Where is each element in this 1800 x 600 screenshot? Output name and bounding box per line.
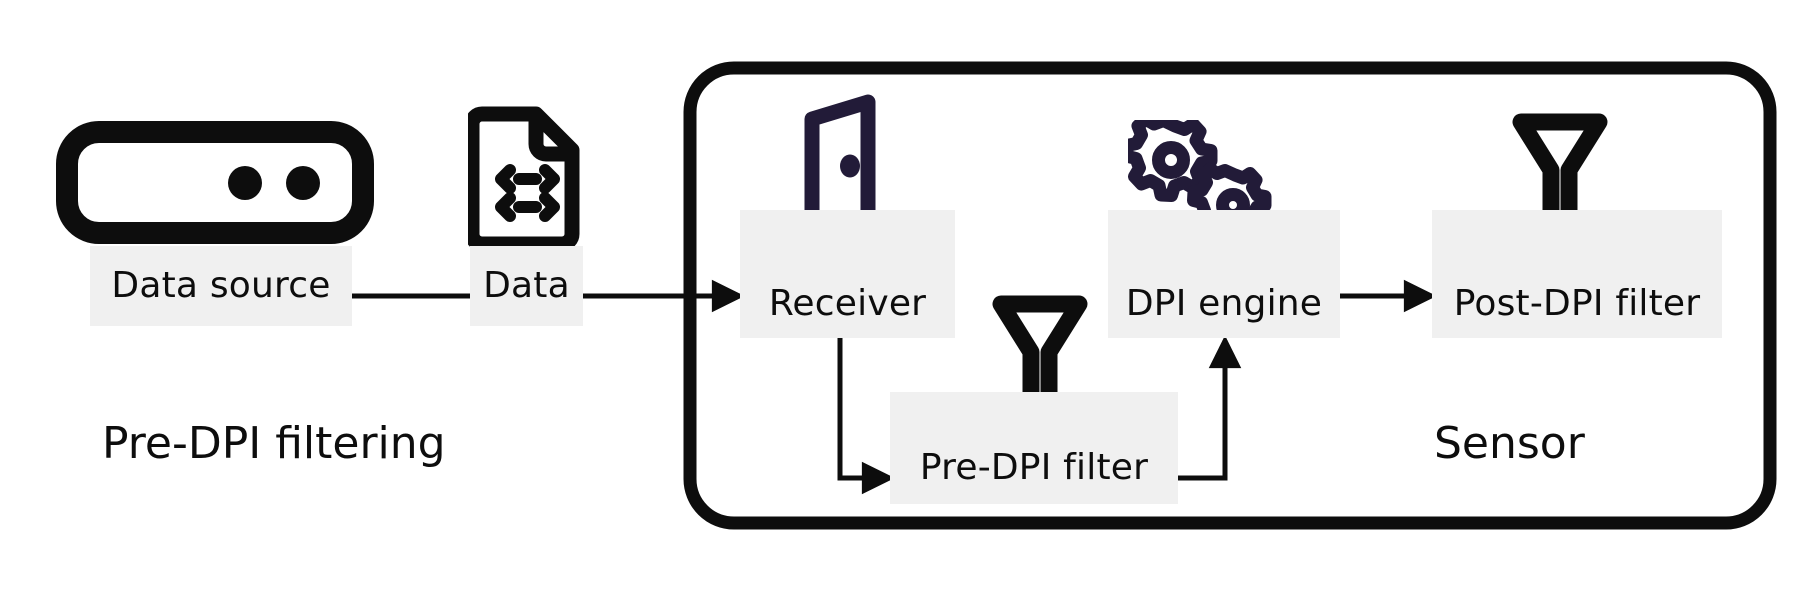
node-label-data[interactable]: Data [470, 246, 583, 326]
group-label-sensor: Sensor [1434, 422, 1585, 466]
edge-pre-dpi-filter-to-dpi-engine [1178, 335, 1242, 481]
node-label-receiver[interactable]: Receiver [740, 210, 955, 338]
node-label-dpi-engine[interactable]: DPI engine [1108, 210, 1340, 338]
label-text: DPI engine [1125, 283, 1323, 324]
server-icon [56, 121, 374, 244]
label-text: Pre-DPI filter [919, 447, 1149, 488]
label-text: Data [483, 265, 570, 306]
node-label-post-dpi-filter[interactable]: Post-DPI filter [1432, 210, 1722, 338]
node-label-data-source[interactable]: Data source [90, 246, 352, 326]
group-label-pre-dpi-filtering: Pre-DPI filtering [102, 422, 446, 466]
node-label-pre-dpi-filter[interactable]: Pre-DPI filter [890, 392, 1178, 504]
data-file-icon [468, 106, 580, 248]
label-text: Data source [111, 265, 331, 306]
label-text: Post-DPI filter [1453, 283, 1701, 324]
group-label-text: Sensor [1434, 418, 1585, 469]
label-text: Receiver [768, 283, 927, 324]
group-label-text: Pre-DPI filtering [102, 418, 446, 469]
edge-receiver-to-pre-dpi-filter [837, 338, 895, 495]
